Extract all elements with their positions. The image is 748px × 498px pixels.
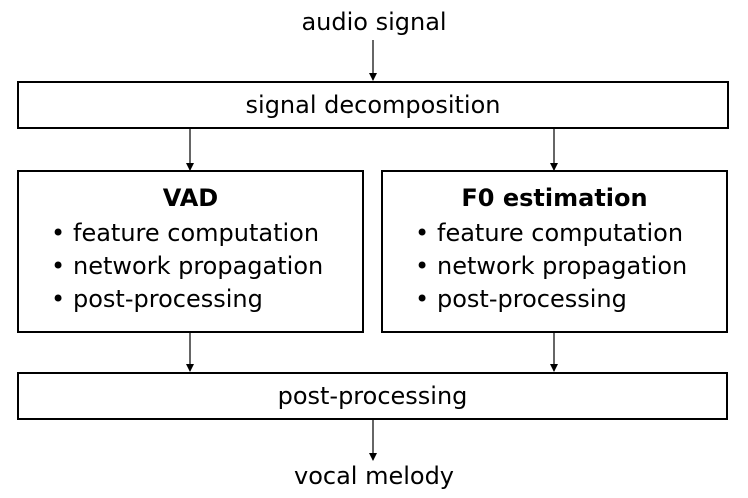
f0-step-label: network propagation	[437, 252, 688, 280]
f0-step-list: •feature computation •network propagatio…	[415, 217, 687, 316]
f0-step-label: post-processing	[437, 285, 627, 313]
vad-step-label: feature computation	[73, 219, 320, 247]
vad-module-box: VAD •feature computation •network propag…	[17, 170, 364, 333]
bullet-icon: •	[51, 252, 66, 280]
vad-step-item: •network propagation	[51, 250, 323, 283]
postprocessing-box: post-processing	[17, 372, 728, 420]
vad-step-label: post-processing	[73, 285, 263, 313]
input-label: audio signal	[301, 8, 447, 36]
bullet-icon: •	[415, 285, 430, 313]
vad-step-item: •feature computation	[51, 217, 323, 250]
f0-module-title: F0 estimation	[461, 184, 648, 212]
f0-step-item: •post-processing	[415, 283, 687, 316]
decomposition-label: signal decomposition	[245, 91, 501, 119]
f0-step-label: feature computation	[437, 219, 684, 247]
output-label: vocal melody	[293, 462, 455, 490]
vad-step-list: •feature computation •network propagatio…	[51, 217, 323, 316]
f0-step-item: •feature computation	[415, 217, 687, 250]
bullet-icon: •	[415, 252, 430, 280]
bullet-icon: •	[51, 219, 66, 247]
vad-step-item: •post-processing	[51, 283, 323, 316]
bullet-icon: •	[415, 219, 430, 247]
f0-module-box: F0 estimation •feature computation •netw…	[381, 170, 728, 333]
vad-module-title: VAD	[162, 184, 219, 212]
vad-step-label: network propagation	[73, 252, 324, 280]
decomposition-box: signal decomposition	[17, 81, 729, 129]
postprocessing-label: post-processing	[277, 382, 468, 410]
f0-step-item: •network propagation	[415, 250, 687, 283]
bullet-icon: •	[51, 285, 66, 313]
